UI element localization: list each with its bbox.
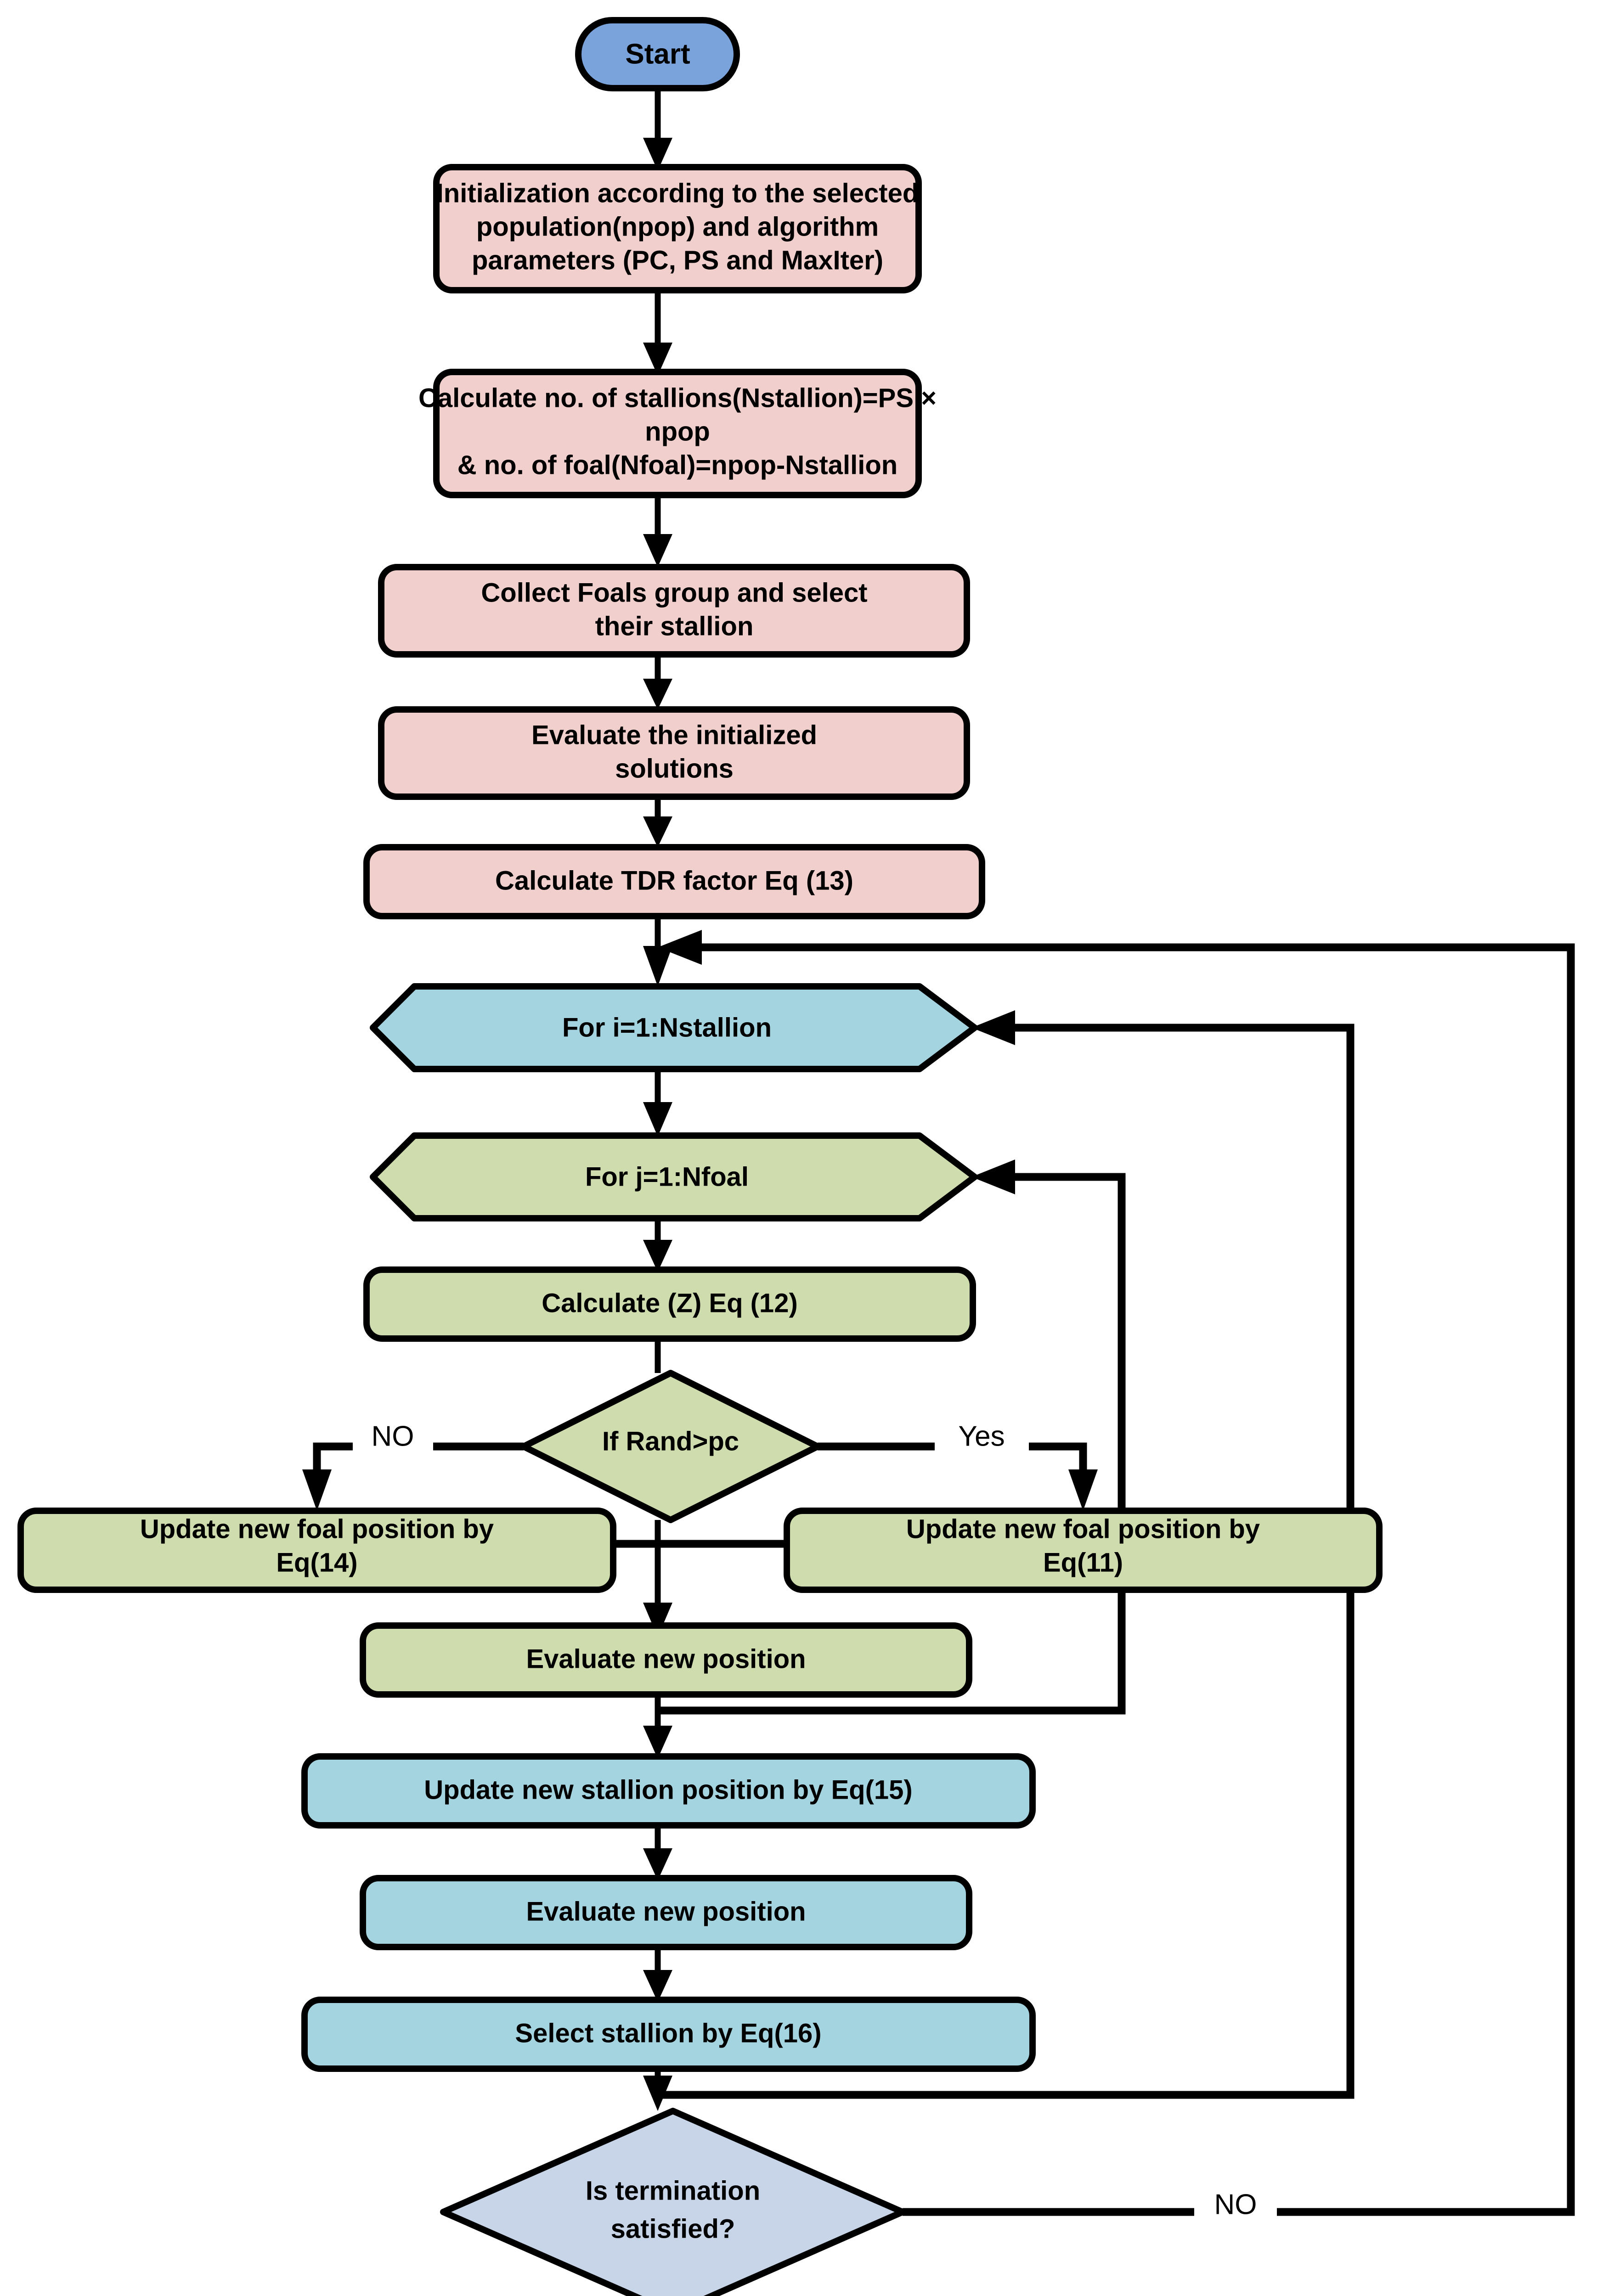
label-no-rand-group: NO [353, 1419, 433, 1457]
termination-decision-shape[interactable] [440, 2108, 906, 2296]
node-for-j-hexagon[interactable]: For j=1:Nfoal [370, 1132, 978, 1221]
node-start[interactable]: Start [575, 17, 740, 91]
edge-init-to-calc-counts [643, 290, 672, 376]
node-for-i-hexagon[interactable]: For i=1:Nstallion [370, 983, 978, 1072]
select-stallion-eq16-shape[interactable] [301, 1997, 1036, 2072]
node-update-foal-eq14[interactable]: Update new foal position by Eq(14) [17, 1508, 616, 1593]
evaluate-initialized-line-1: Evaluate the initialized [531, 720, 817, 750]
edge-eval1-to-update-stallion [643, 1694, 672, 1759]
edge-if-rand-no-branch [302, 1442, 524, 1511]
edge-label-yes-rand: Yes [958, 1420, 1005, 1452]
edge-labels-layer: NO Yes NO Yes [353, 1419, 1277, 2224]
label-no-termination-group: NO [1194, 2186, 1277, 2224]
update-foal-eq14-line-2: Eq(14) [276, 1548, 357, 1577]
evaluate-initialized-line-2: solutions [615, 754, 734, 783]
edge-loopback-inner-to-for-j [658, 1159, 1126, 1715]
label-no-rand-backing [353, 1419, 433, 1457]
update-foal-eq14-shape[interactable] [17, 1508, 616, 1593]
edge-collect-foals-to-evaluate-init [643, 654, 672, 709]
for-i-hexagon-shape[interactable] [370, 983, 978, 1072]
edge-if-rand-merge [613, 1520, 786, 1637]
edge-evaluate-init-to-tdr [643, 797, 672, 847]
start-terminal-shape[interactable] [575, 17, 740, 91]
node-calculate-counts[interactable]: Calculate no. of stallions(Nstallion)=PS… [418, 369, 937, 498]
edge-label-no-rand: NO [372, 1420, 414, 1452]
edge-update-stallion-to-eval2 [643, 1825, 672, 1880]
calculate-counts-shape[interactable] [433, 369, 922, 498]
node-termination-decision[interactable]: Is termination satisfied? [440, 2108, 906, 2296]
termination-decision-line-1: Is termination [586, 2176, 760, 2206]
select-stallion-eq16-label: Select stallion by Eq(16) [515, 2018, 821, 2048]
node-if-rand-decision[interactable]: If Rand>pc [520, 1370, 821, 1523]
label-yes-rand-group: Yes [935, 1419, 1029, 1457]
initialization-process-shape[interactable] [433, 164, 922, 293]
start-terminal-label: Start [625, 38, 690, 70]
calculate-counts-line-1: Calculate no. of stallions(Nstallion)=PS… [418, 383, 937, 413]
update-stallion-eq15-shape[interactable] [301, 1753, 1036, 1829]
label-no-termination-backing [1194, 2186, 1277, 2224]
update-foal-eq14-line-1: Update new foal position by [140, 1514, 494, 1544]
evaluate-new-position-stallion-label: Evaluate new position [526, 1896, 806, 1926]
collect-foals-shape[interactable] [378, 564, 970, 658]
evaluate-new-position-foal-shape[interactable] [360, 1622, 972, 1698]
edge-for-i-to-for-j [643, 1069, 672, 1137]
calculate-counts-line-3: & no. of foal(Nfoal)=npop-Nstallion [457, 450, 898, 480]
edge-if-rand-yes-branch [818, 1442, 1098, 1511]
for-j-hexagon-label: For j=1:Nfoal [585, 1162, 749, 1192]
update-foal-eq11-shape[interactable] [784, 1508, 1383, 1593]
evaluate-new-position-foal-label: Evaluate new position [526, 1644, 806, 1674]
edge-for-j-to-calc-z [643, 1218, 672, 1272]
node-calculate-z[interactable]: Calculate (Z) Eq (12) [363, 1266, 976, 1342]
edge-tdr-to-for-i [643, 916, 672, 986]
for-i-hexagon-label: For i=1:Nstallion [562, 1013, 772, 1042]
node-update-foal-eq11[interactable]: Update new foal position by Eq(11) [784, 1508, 1383, 1593]
calculate-z-label: Calculate (Z) Eq (12) [542, 1288, 798, 1318]
if-rand-decision-shape[interactable] [520, 1370, 821, 1523]
node-collect-foals[interactable]: Collect Foals group and select their sta… [378, 564, 970, 658]
node-select-stallion-eq16[interactable]: Select stallion by Eq(16) [301, 1997, 1036, 2072]
evaluate-new-position-stallion-shape[interactable] [360, 1875, 972, 1950]
edge-calc-counts-to-collect-foals [643, 495, 672, 567]
node-initialization[interactable]: Initialization according to the selected… [433, 164, 922, 293]
tdr-factor-label: Calculate TDR factor Eq (13) [495, 866, 853, 895]
initialization-line-3: parameters (PC, PS and MaxIter) [472, 245, 883, 275]
for-j-hexagon-shape[interactable] [370, 1132, 978, 1221]
node-update-stallion-eq15[interactable]: Update new stallion position by Eq(15) [301, 1753, 1036, 1829]
node-evaluate-initialized[interactable]: Evaluate the initialized solutions [378, 706, 970, 800]
termination-decision-line-2: satisfied? [611, 2214, 735, 2244]
node-evaluate-new-position-stallion[interactable]: Evaluate new position [360, 1875, 972, 1950]
calculate-z-shape[interactable] [363, 1266, 976, 1342]
update-foal-eq11-line-1: Update new foal position by [906, 1514, 1260, 1544]
edges-layer [302, 88, 1575, 2216]
node-tdr-factor[interactable]: Calculate TDR factor Eq (13) [363, 844, 985, 919]
evaluate-initialized-shape[interactable] [378, 706, 970, 800]
edge-start-to-init [643, 88, 672, 171]
edge-eval2-to-select-stallion [643, 1947, 672, 2002]
initialization-line-1: Initialization according to the selected [436, 178, 919, 208]
update-foal-eq11-line-2: Eq(11) [1043, 1548, 1123, 1577]
edge-select-stallion-to-termination [643, 2069, 672, 2111]
collect-foals-line-1: Collect Foals group and select [481, 578, 867, 608]
edge-label-no-termination: NO [1214, 2189, 1257, 2220]
if-rand-decision-label: If Rand>pc [602, 1426, 739, 1456]
label-yes-rand-backing [935, 1419, 1029, 1457]
tdr-factor-shape[interactable] [363, 844, 985, 919]
calculate-counts-line-2: npop [645, 416, 710, 446]
node-evaluate-new-position-foal[interactable]: Evaluate new position [360, 1622, 972, 1698]
collect-foals-line-2: their stallion [595, 611, 754, 641]
initialization-line-2: population(npop) and algorithm [476, 212, 879, 242]
update-stallion-eq15-label: Update new stallion position by Eq(15) [424, 1775, 912, 1805]
